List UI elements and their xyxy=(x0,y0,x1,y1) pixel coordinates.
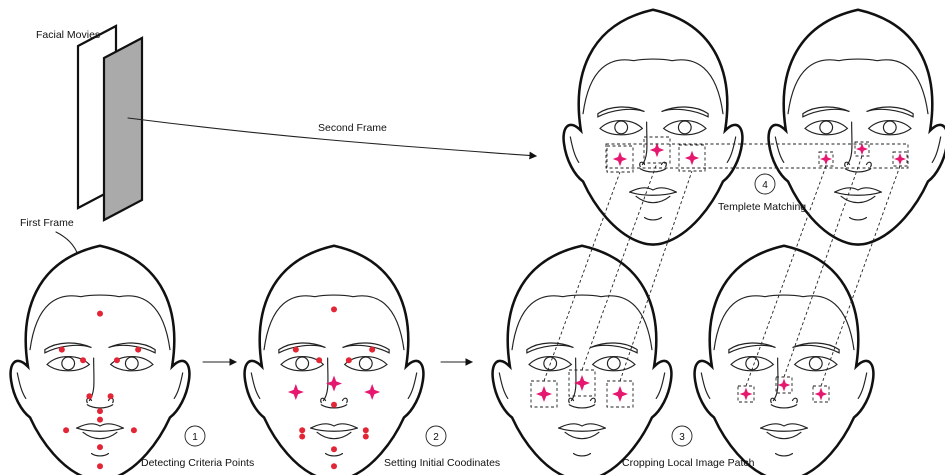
criteria-point-10 xyxy=(63,427,69,433)
criteria-point-9 xyxy=(97,417,103,423)
first-frame-label: First Frame xyxy=(20,217,74,229)
initial-point-1 xyxy=(331,306,337,312)
step-1-number: 1 xyxy=(192,432,198,443)
initial-point-6 xyxy=(331,402,337,408)
initial-point-9 xyxy=(331,446,337,452)
second-frame-label: Second Frame xyxy=(318,122,387,134)
step-2-badge: 2 xyxy=(426,426,446,446)
step-1-caption: Detecting Criteria Points xyxy=(141,457,254,469)
initial-point-4 xyxy=(346,357,352,363)
head-outline xyxy=(695,246,874,475)
face-step-4a xyxy=(564,10,743,245)
criteria-point-1 xyxy=(97,311,103,317)
initial-point-2 xyxy=(293,347,299,353)
criteria-point-6 xyxy=(86,393,92,399)
criteria-point-3 xyxy=(80,357,86,363)
criteria-point-4 xyxy=(114,357,120,363)
step-2-number: 2 xyxy=(433,432,439,443)
face-step-3b xyxy=(695,246,874,475)
step-1-badge: 1 xyxy=(185,426,205,446)
step-3-badge: 3 xyxy=(672,426,692,446)
initial-point-10 xyxy=(331,463,337,469)
step-2-caption: Setting Initial Coodinates xyxy=(384,457,500,469)
criteria-point-11 xyxy=(131,427,137,433)
face-step-2 xyxy=(245,246,424,475)
head-outline xyxy=(11,246,190,475)
face-step-3a xyxy=(493,246,672,475)
initial-point-3 xyxy=(316,357,322,363)
step-4-number: 4 xyxy=(762,180,768,191)
initial-point-5 xyxy=(369,347,375,353)
criteria-point-7 xyxy=(108,393,114,399)
criteria-point-2 xyxy=(59,347,65,353)
faces-layer xyxy=(11,10,945,475)
step-4-badge: 4 xyxy=(755,174,775,194)
face-step-1 xyxy=(11,246,190,475)
criteria-point-5 xyxy=(135,347,141,353)
initial-point-12 xyxy=(363,434,369,440)
criteria-point-12 xyxy=(97,444,103,450)
facial-movie-frames xyxy=(78,26,142,220)
step-4-caption: Templete Matching xyxy=(718,201,806,213)
head-outline xyxy=(564,10,743,245)
head-outline xyxy=(493,246,672,475)
step-3-caption: Cropping Local Image Patch xyxy=(622,457,755,469)
second-frame-panel xyxy=(104,38,142,220)
criteria-point-13 xyxy=(97,463,103,469)
step-3-number: 3 xyxy=(679,432,685,443)
head-outline xyxy=(245,246,424,475)
initial-point-8 xyxy=(363,427,369,433)
facial-movies-label: Facial Movies xyxy=(36,29,100,41)
criteria-point-8 xyxy=(97,408,103,414)
initial-point-7 xyxy=(299,427,305,433)
initial-point-11 xyxy=(299,434,305,440)
